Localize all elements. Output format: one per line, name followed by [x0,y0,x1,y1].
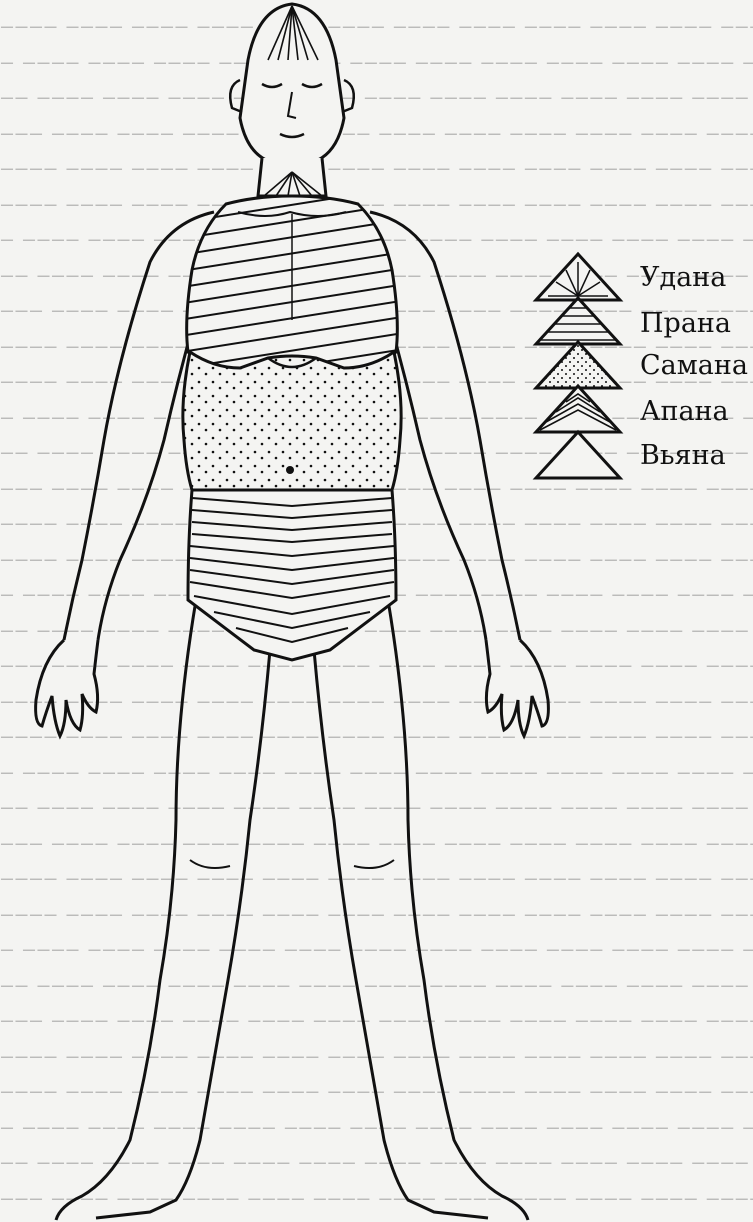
legend-udana-swatch [536,254,620,300]
legend-label-vyana: Вьяна [640,440,726,471]
prana-zone [187,196,398,368]
legend-label-udana: Удана [640,262,726,293]
legend-label-apana: Апана [640,396,729,427]
legend-samana-swatch [536,342,620,388]
udana-zone [230,4,354,196]
legend-label-samana: Самана [640,350,748,381]
samana-zone [183,352,401,490]
navel-mark [286,466,294,474]
legs [56,600,528,1220]
legend-label-prana: Прана [640,308,731,339]
legend-vyana-swatch [536,432,620,478]
apana-zone [188,490,396,660]
legend-apana-swatch [536,386,620,432]
legend-prana-swatch [536,298,620,344]
